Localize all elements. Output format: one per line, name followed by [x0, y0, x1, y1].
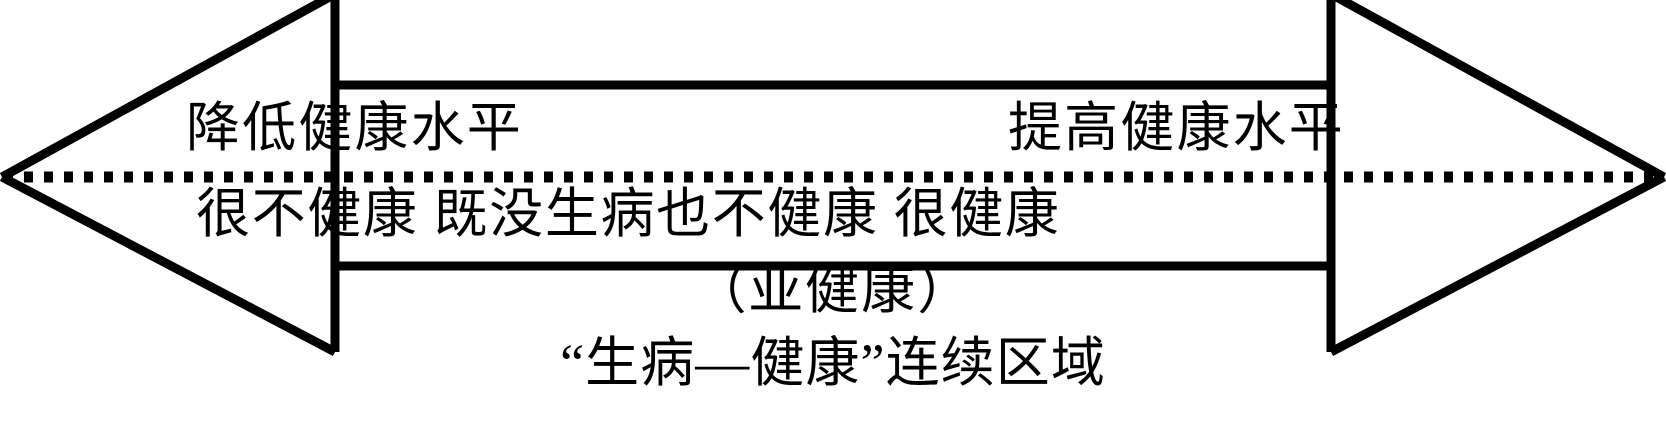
label-health-states-row: 很不健康 既没生病也不健康 很健康	[196, 184, 1061, 244]
label-sub-health-note: （亚健康）	[692, 260, 974, 320]
right-arrowhead-upper-barb	[1332, 0, 1666, 181]
right-arrowhead-lower-barb	[1328, 173, 1666, 356]
label-decrease-health-level: 降低健康水平	[186, 98, 523, 158]
label-increase-health-level: 提高健康水平	[1008, 98, 1345, 158]
left-arrowhead-upper-barb	[0, 0, 334, 181]
left-arrowhead-lower-barb	[0, 173, 338, 356]
label-continuum-caption: “生病—健康”连续区域	[560, 333, 1106, 393]
